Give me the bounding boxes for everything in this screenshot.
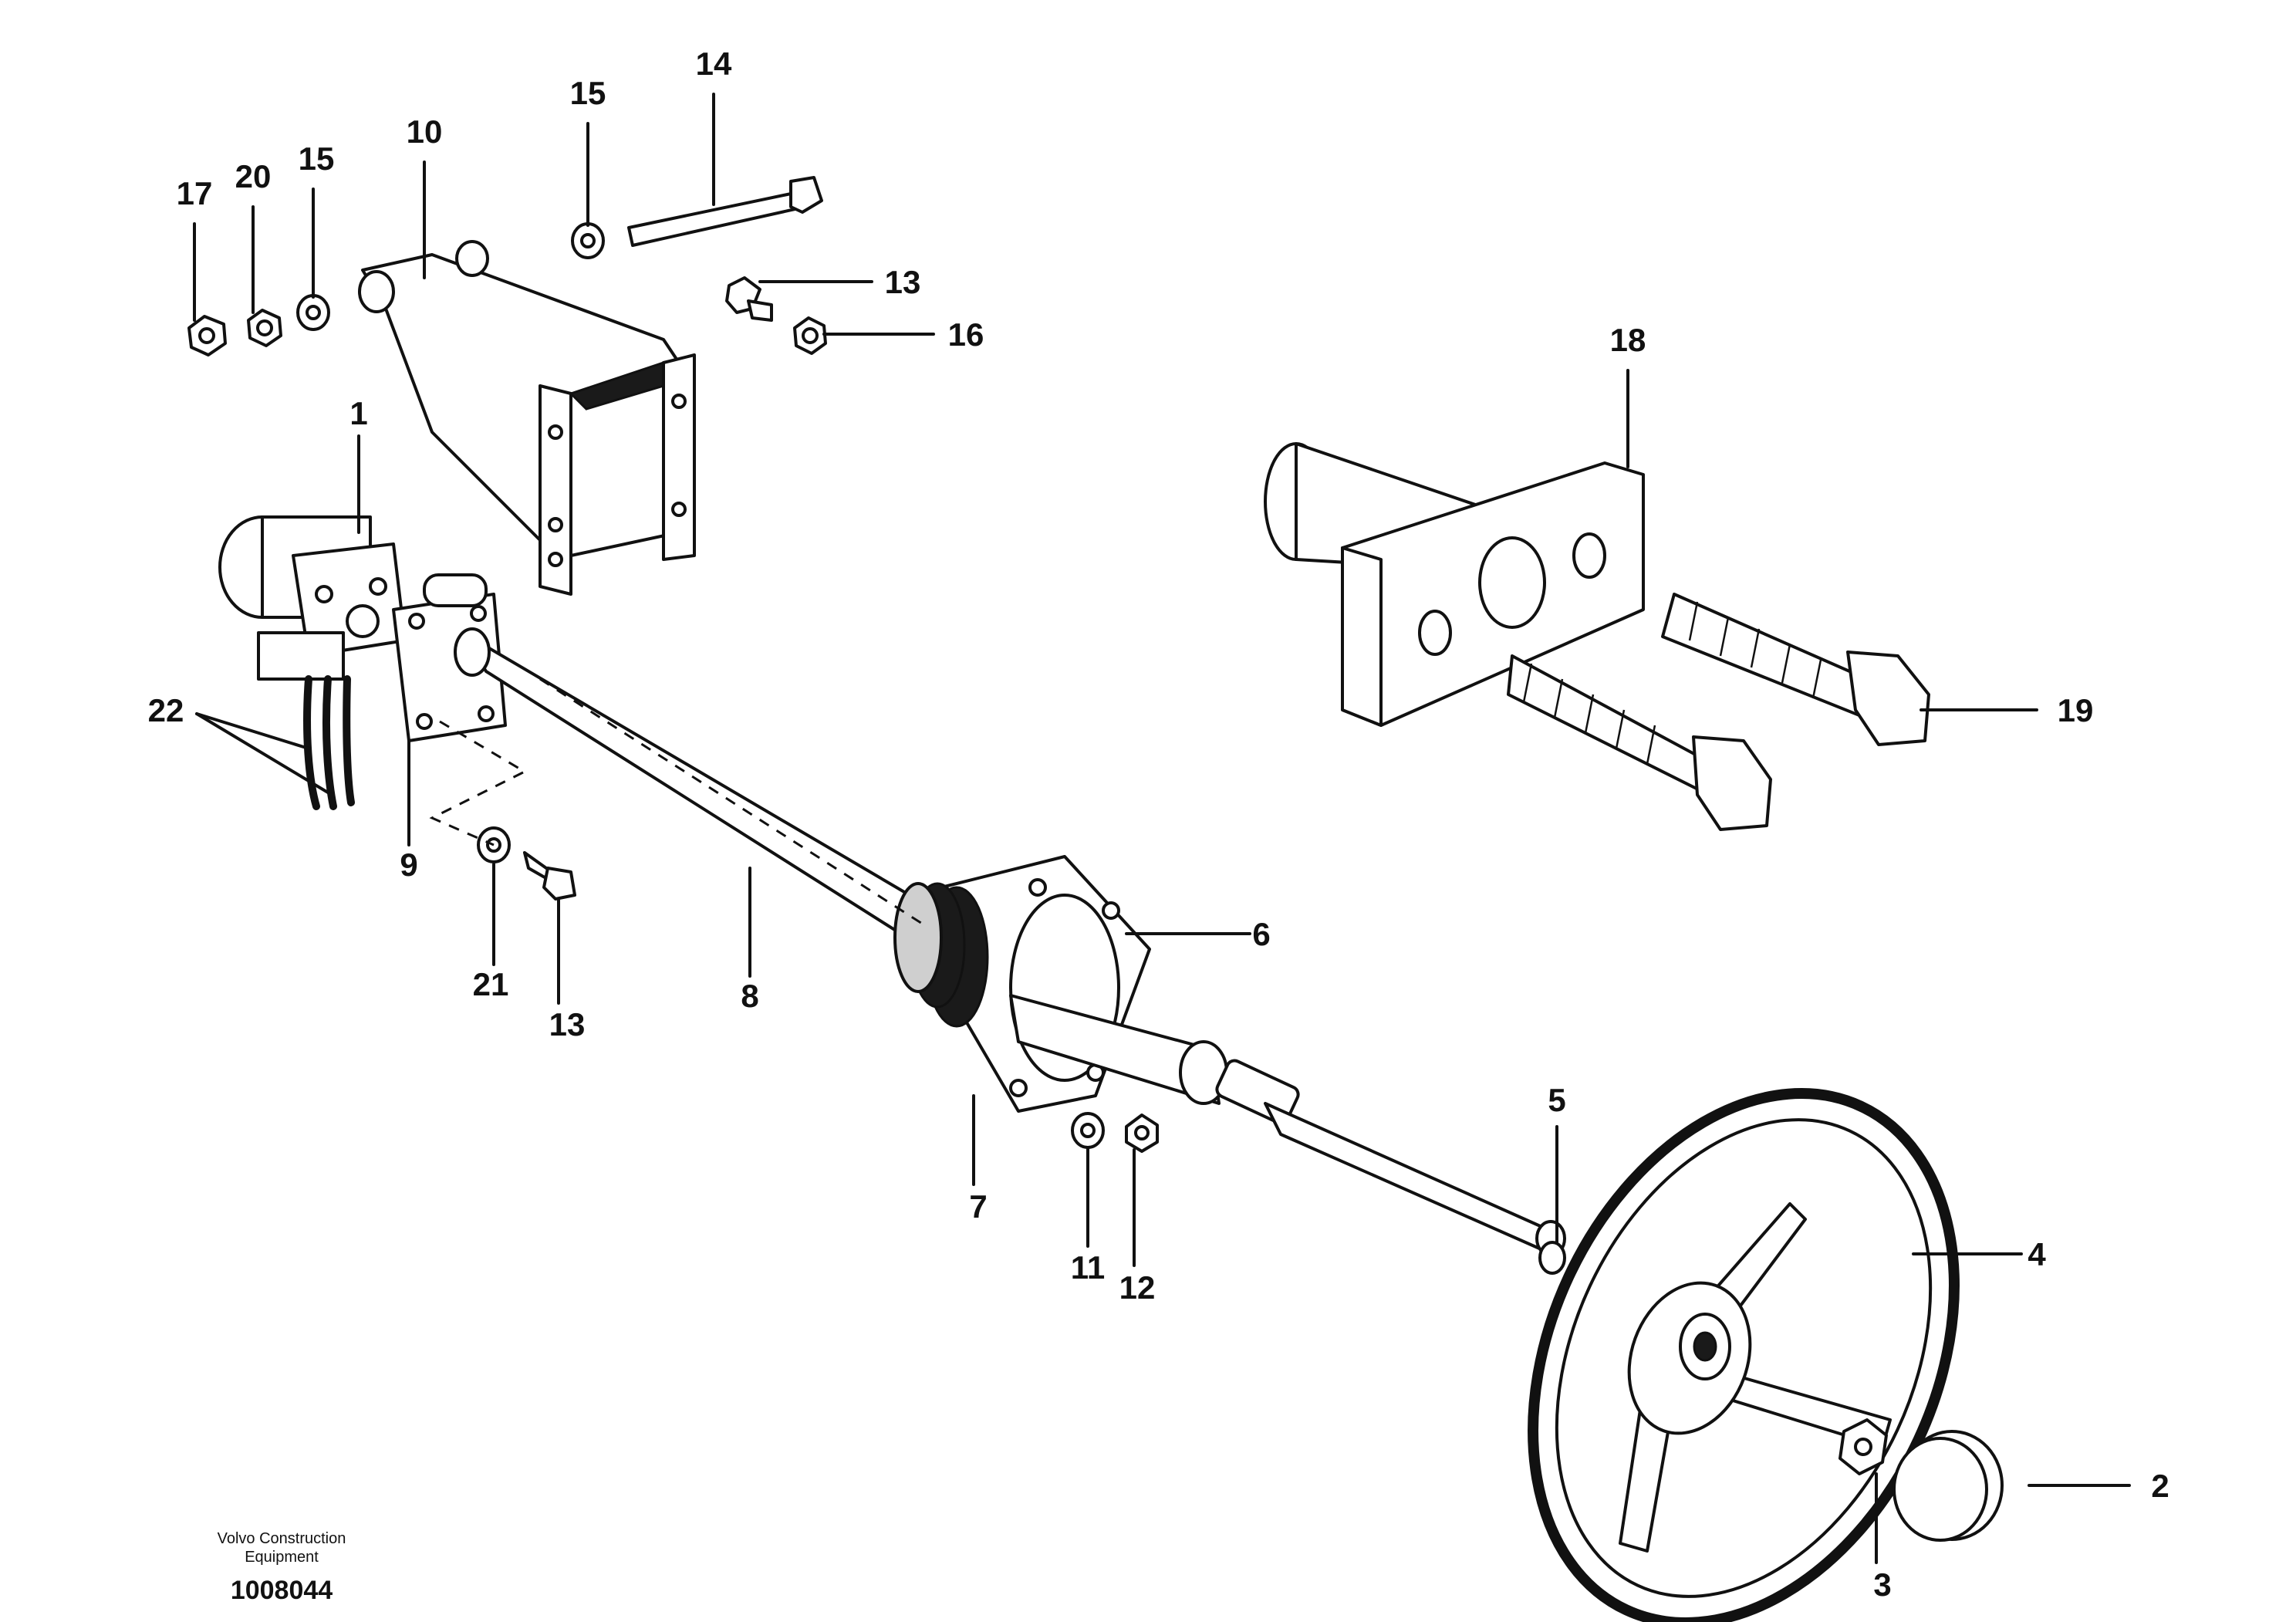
callout-10: 10 xyxy=(407,113,443,150)
nut-part-20 xyxy=(247,309,282,347)
callout-1: 1 xyxy=(349,395,367,431)
column-tube-part-8 xyxy=(454,627,950,958)
tool-part-18 xyxy=(1264,442,1645,727)
callout-17: 17 xyxy=(177,175,213,211)
bolt-part-13-upper xyxy=(725,276,773,322)
nut-part-16 xyxy=(793,316,827,355)
callout-15-left: 15 xyxy=(299,140,335,177)
bolts-part-19 xyxy=(1507,593,1930,831)
callout-7: 7 xyxy=(969,1188,987,1225)
bellows-part-7 xyxy=(893,882,989,1028)
callout-13-lower: 13 xyxy=(549,1006,586,1042)
callout-18: 18 xyxy=(1610,322,1646,358)
bolt-threads xyxy=(1522,601,1822,765)
washer-part-11 xyxy=(1071,1112,1105,1149)
bracket-part-10 xyxy=(358,240,696,596)
callout-15-top: 15 xyxy=(570,75,606,111)
callout-5: 5 xyxy=(1548,1082,1565,1118)
callout-19: 19 xyxy=(2058,692,2094,728)
washer-part-5 xyxy=(1538,1241,1566,1275)
leader-lines xyxy=(193,93,2131,1564)
bolt-part-14 xyxy=(627,176,823,247)
cap-part-2 xyxy=(1893,1430,2004,1542)
footer-brand: Volvo Construction Equipment 1008044 xyxy=(218,1530,346,1605)
brand-line-1: Volvo Construction xyxy=(218,1530,346,1547)
washer-part-15-left xyxy=(296,294,330,331)
callout-numbers: 17 20 15 10 15 14 13 16 1 18 19 22 9 21 … xyxy=(148,46,2169,1603)
callout-3: 3 xyxy=(1873,1566,1891,1603)
callout-11: 11 xyxy=(1071,1249,1105,1286)
hoses-part-22 xyxy=(303,675,355,810)
callout-8: 8 xyxy=(741,978,758,1014)
washer-part-15-top xyxy=(571,222,605,259)
callout-6: 6 xyxy=(1252,916,1270,952)
callout-9: 9 xyxy=(400,846,417,883)
callout-14: 14 xyxy=(696,46,732,82)
steering-valve-part-1 xyxy=(218,515,407,681)
callout-12: 12 xyxy=(1119,1269,1156,1306)
assembly-center-lines xyxy=(429,678,927,928)
nut-part-17 xyxy=(187,315,227,357)
callout-2: 2 xyxy=(2151,1468,2169,1504)
callout-13-upper: 13 xyxy=(885,264,921,300)
callout-21: 21 xyxy=(473,966,509,1002)
bolt-part-13-lower xyxy=(523,851,576,901)
callout-4: 4 xyxy=(2028,1236,2046,1272)
callout-22: 22 xyxy=(148,692,184,728)
callout-20: 20 xyxy=(235,158,272,194)
nut-part-3 xyxy=(1838,1418,1888,1475)
nut-part-12 xyxy=(1125,1113,1159,1153)
steering-wheel-part-4 xyxy=(1528,1088,1960,1622)
drawing-number: 1008044 xyxy=(231,1576,333,1605)
brand-line-2: Equipment xyxy=(245,1549,319,1566)
callout-16: 16 xyxy=(948,316,984,353)
